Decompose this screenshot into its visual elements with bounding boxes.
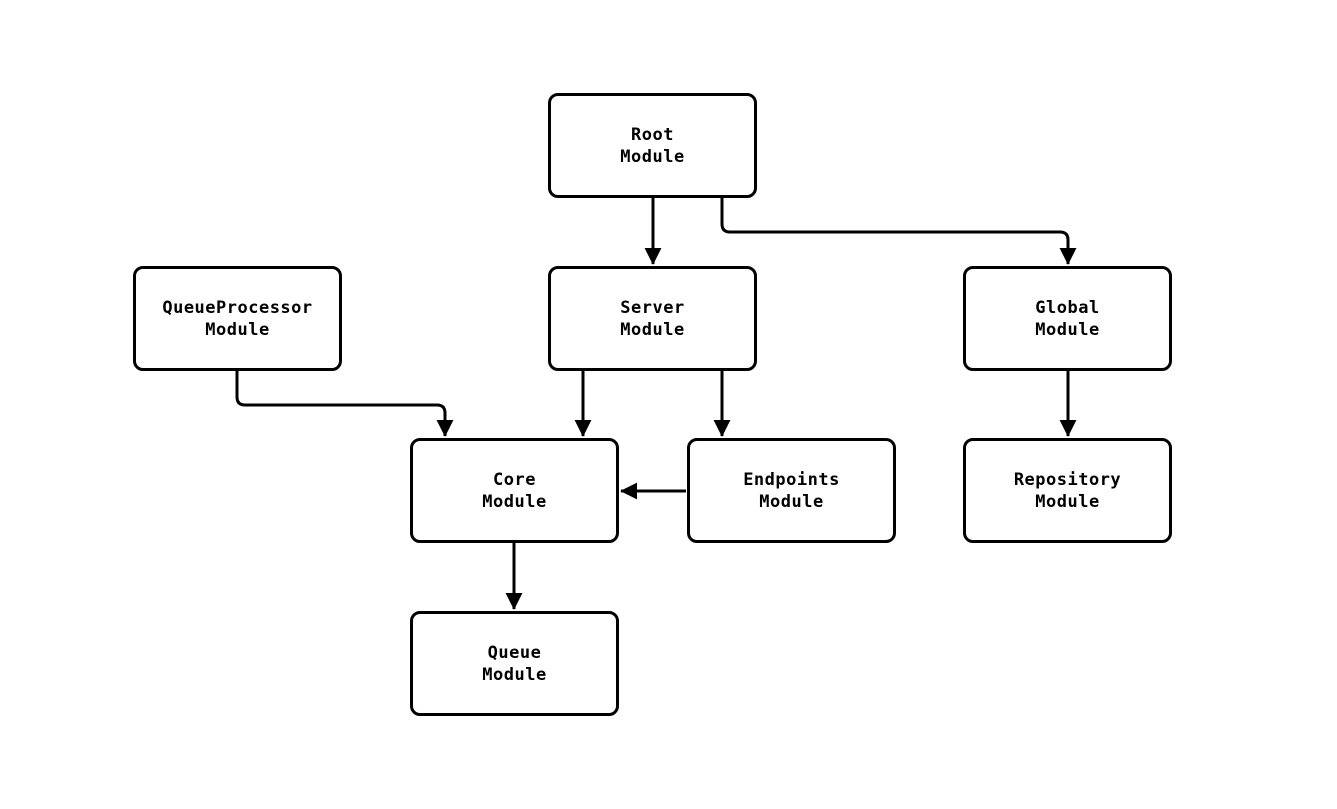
node-server-module: Server Module (548, 266, 757, 371)
node-queue-module: Queue Module (410, 611, 619, 716)
edge-queueprocessor-to-core (235, 370, 454, 437)
node-endpoints-module: Endpoints Module (687, 438, 896, 543)
node-repository-module: Repository Module (963, 438, 1172, 543)
edge-root-to-global (720, 197, 1077, 265)
node-global-module: Global Module (963, 266, 1172, 371)
node-queueprocessor-module: QueueProcessor Module (133, 266, 342, 371)
node-root-module: Root Module (548, 93, 757, 198)
node-core-module: Core Module (410, 438, 619, 543)
